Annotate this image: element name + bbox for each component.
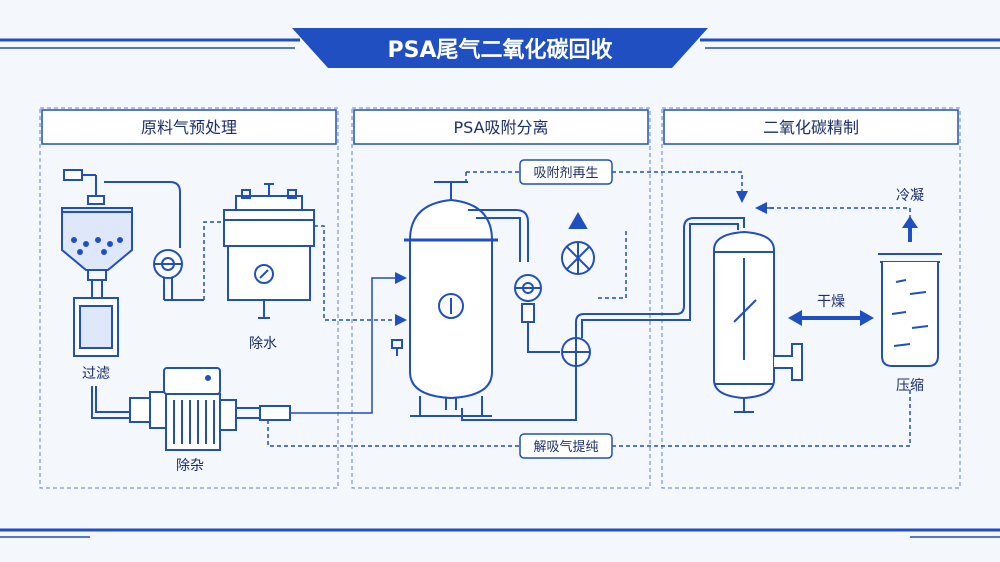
label-compression: 压缩	[896, 378, 924, 394]
label-desorption: 解吸气提纯	[533, 439, 598, 455]
footer-lines	[0, 528, 1000, 538]
label-condensation: 冷凝	[896, 188, 924, 204]
section-psa: PSA吸附分离	[351, 107, 651, 489]
page-title: PSA尾气二氧化碳回收	[388, 37, 613, 63]
condensation-up-arrow	[902, 216, 918, 242]
pipe-filter-to-compressor	[95, 386, 130, 413]
psa-bottom-valve-icon	[461, 313, 666, 421]
storage-vessel-icon	[878, 253, 942, 367]
dashed-dewater-to-psa	[314, 225, 407, 326]
title-banner	[292, 28, 708, 68]
warning-fan-icon	[561, 211, 595, 275]
drying-double-arrow	[788, 310, 874, 326]
dewater-unit-icon	[223, 183, 315, 319]
section-heading-refining: 二氧化碳精制	[763, 118, 859, 137]
dashed-gauge-to-dewater	[203, 221, 224, 300]
dashed-regeneration-right	[612, 171, 748, 203]
section-heading-pretreatment: 原料气预处理	[141, 118, 237, 137]
label-drying: 干燥	[817, 294, 845, 310]
line-compressor-to-psa	[290, 272, 407, 414]
dashed-desorption-line	[267, 420, 520, 447]
drying-column-icon	[713, 230, 803, 413]
psa-gauge-valve-icon	[514, 274, 560, 353]
pipe-psa-top	[468, 209, 529, 262]
label-regeneration: 吸附剂再生	[533, 166, 598, 181]
label-dewater: 除水	[249, 336, 277, 352]
label-filter: 过滤	[82, 366, 110, 382]
label-deimpurity: 除杂	[176, 458, 204, 474]
header: PSA尾气二氧化碳回收	[0, 28, 1000, 68]
dashed-fan-line	[598, 230, 627, 299]
gauge-valve-icon	[153, 249, 204, 301]
dashed-condensation-return	[755, 202, 911, 240]
section-heading-psa: PSA吸附分离	[453, 118, 548, 137]
section-refining: 二氧化碳精制	[661, 107, 961, 489]
compressor-unit-icon	[129, 367, 291, 451]
pipe-to-drying-column	[666, 217, 745, 315]
psa-adsorber-icon	[391, 181, 498, 417]
section-pretreatment: 原料气预处理	[39, 107, 339, 489]
dashed-desorption-right	[612, 390, 911, 447]
pipe-filter-to-gauge	[104, 181, 181, 248]
filter-vessel-icon	[61, 169, 133, 357]
